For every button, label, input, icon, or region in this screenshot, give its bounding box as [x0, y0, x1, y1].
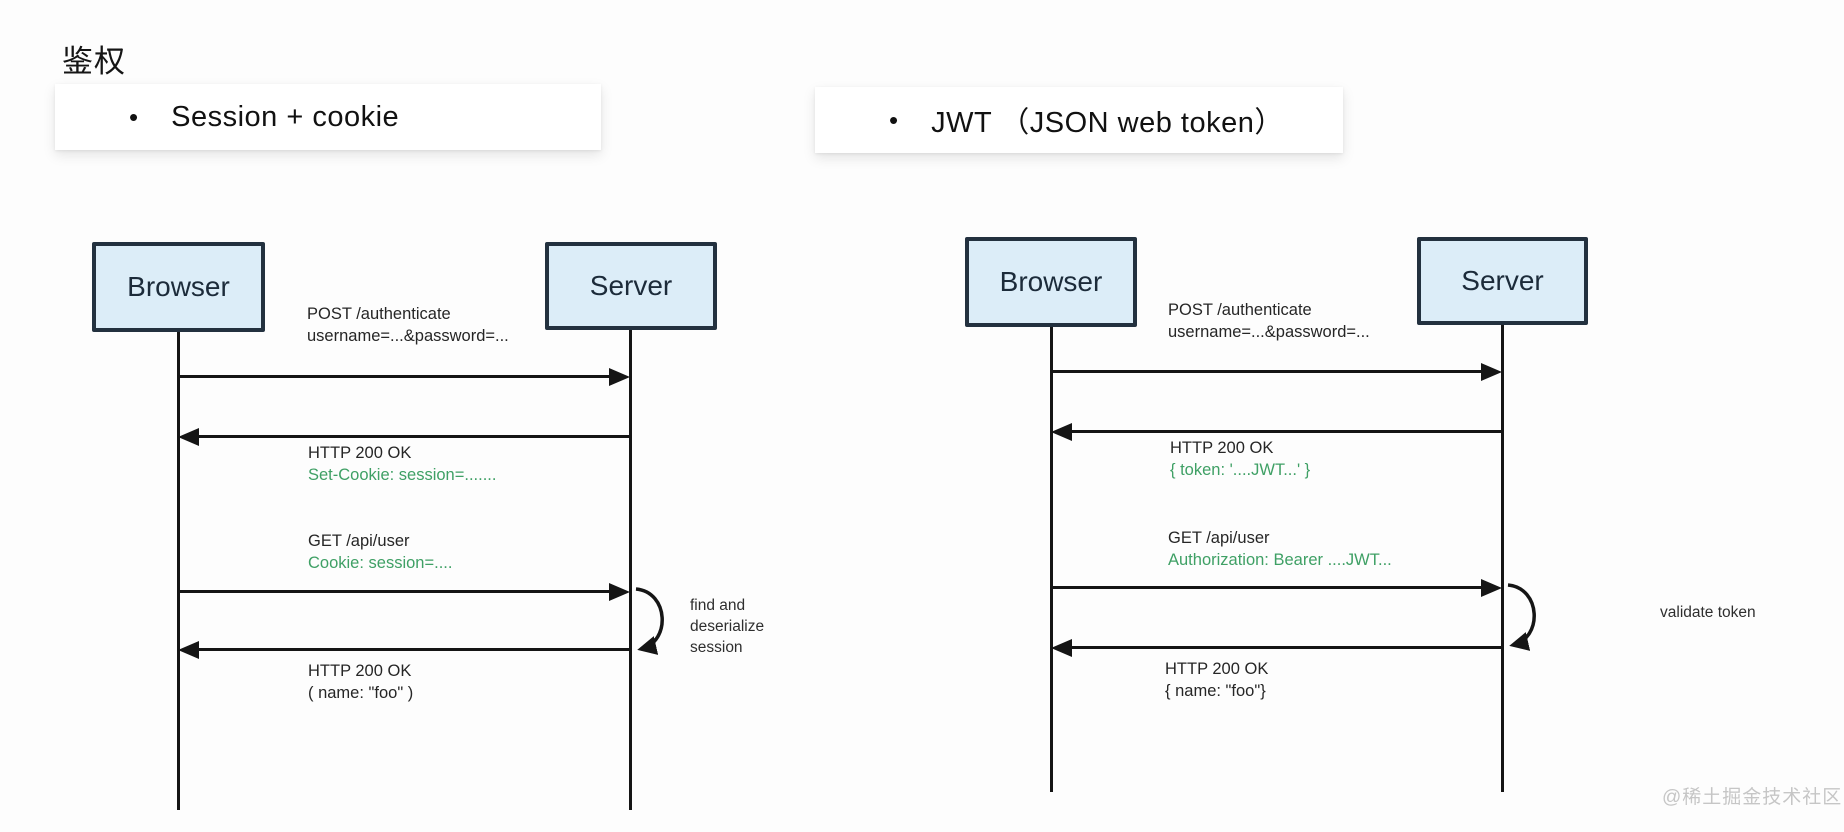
arrow-200-name-foo-left: [178, 640, 630, 659]
message-post-authenticate-left: POST /authenticate username=...&password…: [307, 303, 509, 347]
message-line: username=...&password=...: [1168, 323, 1370, 341]
message-line: { token: '....JWT...' }: [1170, 461, 1311, 479]
message-200-name-foo-right: HTTP 200 OK { name: "foo"}: [1165, 658, 1268, 702]
message-line: Cookie: session=....: [308, 554, 453, 572]
bullet-dot: •: [129, 101, 139, 132]
bullet-card-session: • Session + cookie: [55, 84, 601, 150]
watermark: @稀土掘金技术社区: [1662, 787, 1843, 808]
actor-box-server-right: Server: [1417, 237, 1588, 325]
message-line: { name: "foo"}: [1165, 682, 1266, 700]
self-loop-icon-left: [635, 587, 664, 655]
actor-box-browser-left: Browser: [92, 242, 265, 332]
message-line: Set-Cookie: session=.......: [308, 466, 497, 484]
bullet-label-session: Session + cookie: [171, 100, 400, 133]
message-post-authenticate-right: POST /authenticate username=...&password…: [1168, 299, 1370, 343]
arrow-post-authenticate-left: [180, 367, 630, 386]
lifeline-server-right: [1501, 325, 1504, 792]
lifeline-server-left: [629, 330, 632, 810]
bullet-card-jwt: • JWT （JSON web token）: [815, 87, 1343, 153]
message-line: GET /api/user: [308, 532, 410, 550]
message-line: username=...&password=...: [307, 327, 509, 345]
lifeline-browser-left: [177, 332, 180, 810]
message-line: POST /authenticate: [1168, 301, 1312, 319]
message-line: HTTP 200 OK: [1165, 660, 1269, 678]
self-note-right: validate token: [1660, 604, 1756, 621]
arrow-post-authenticate-right: [1053, 362, 1502, 381]
self-loop-icon-right: [1507, 583, 1536, 651]
actor-box-browser-right: Browser: [965, 237, 1137, 327]
arrow-200-setcookie-left: [178, 427, 630, 446]
message-line: Authorization: Bearer ....JWT...: [1168, 551, 1392, 569]
message-line: HTTP 200 OK: [308, 444, 412, 462]
message-200-token-right: HTTP 200 OK { token: '....JWT...' }: [1170, 437, 1310, 481]
bullet-label-jwt: JWT （JSON web token）: [931, 107, 1284, 139]
message-line: ( name: "foo" ): [308, 684, 414, 702]
bullet-dot: •: [889, 104, 899, 135]
arrow-200-token-right: [1051, 422, 1501, 441]
message-200-name-foo-left: HTTP 200 OK ( name: "foo" ): [308, 660, 413, 704]
lifeline-browser-right: [1050, 327, 1053, 792]
message-line: GET /api/user: [1168, 529, 1270, 547]
message-get-api-user-right: GET /api/user Authorization: Bearer ....…: [1168, 527, 1392, 571]
message-200-setcookie-left: HTTP 200 OK Set-Cookie: session=.......: [308, 442, 496, 486]
message-line: HTTP 200 OK: [308, 662, 412, 680]
arrow-get-api-user-right: [1053, 578, 1502, 597]
page-title: 鉴权: [62, 44, 126, 79]
actor-box-server-left: Server: [545, 242, 717, 330]
arrow-200-name-foo-right: [1051, 638, 1501, 657]
message-line: POST /authenticate: [307, 305, 451, 323]
message-line: HTTP 200 OK: [1170, 439, 1274, 457]
message-get-api-user-left: GET /api/user Cookie: session=....: [308, 530, 452, 574]
arrow-get-api-user-left: [180, 582, 630, 601]
self-note-left: find and deserialize session: [690, 597, 765, 656]
